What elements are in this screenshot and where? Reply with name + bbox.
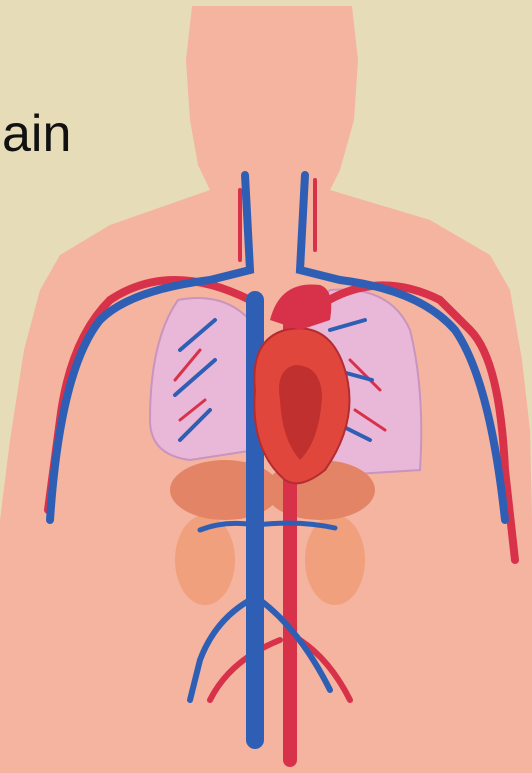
circulatory-system-illustration	[0, 0, 532, 773]
